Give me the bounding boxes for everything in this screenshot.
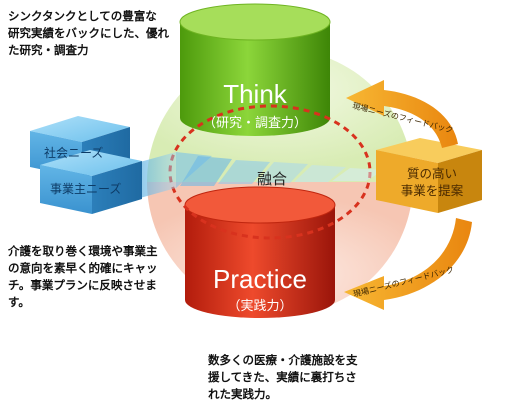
feedback-arrow-top [346, 80, 458, 148]
feedback-arrow-bottom [344, 218, 472, 310]
proposal-cube [376, 138, 482, 213]
practice-cylinder [184, 186, 336, 318]
think-cylinder [179, 3, 331, 136]
flow-stream [140, 152, 384, 198]
practice-subtitle: （実践力） [227, 298, 292, 314]
proposal-label-line2: 事業を提案 [401, 183, 464, 198]
proposal-label-line1: 質の高い [407, 166, 457, 181]
think-subtitle: （研究・調査力） [203, 116, 307, 131]
social-needs-label: 社会ニーズ [44, 145, 103, 160]
top-left-description: シンクタンクとしての豊富な 研究実績をバックにした、優れ た研究・調査力 [8, 9, 169, 57]
business-needs-cube [40, 150, 142, 214]
think-title: Think [223, 79, 288, 109]
practice-title: Practice [213, 264, 307, 294]
business-needs-label: 事業主ニーズ [50, 181, 121, 196]
mid-left-description: 介護を取り巻く環境や事業主 の意向を素早く的確にキャッ チ。事業プランに反映させ… [8, 244, 158, 309]
bottom-description: 数多くの医療・介護施設を支 援してきた、実績に裏打ちさ れた実践力。 [208, 353, 358, 401]
fusion-label: 融合 [257, 170, 287, 188]
